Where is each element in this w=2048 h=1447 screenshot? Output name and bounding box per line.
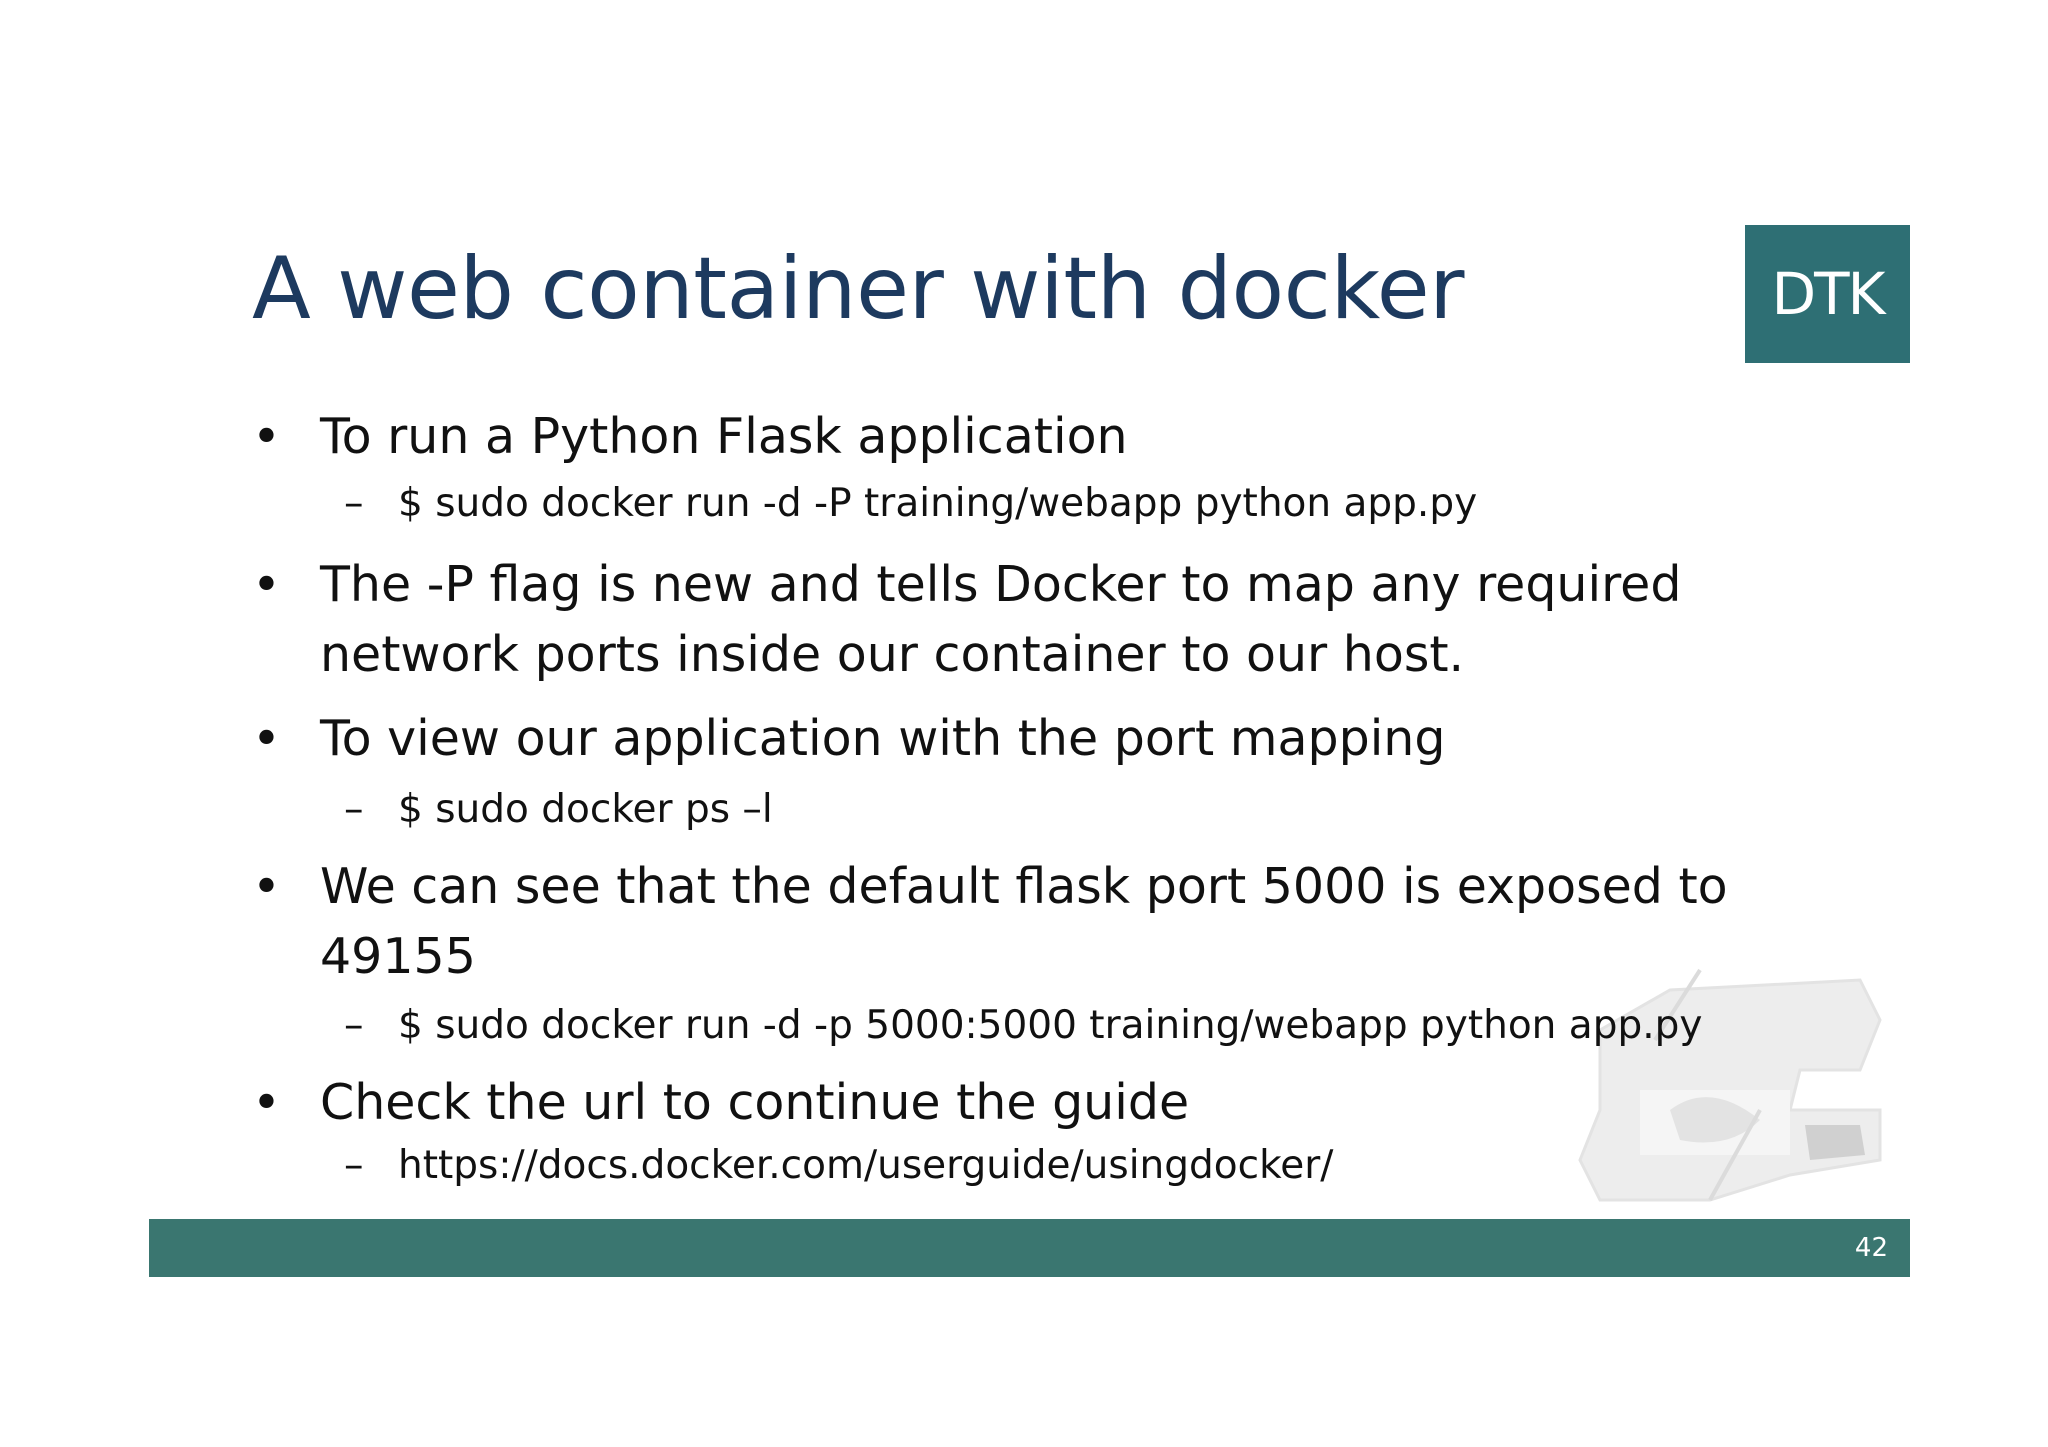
bullet-dot-icon: • xyxy=(252,1074,281,1131)
bullet-text: We can see that the default flask port 5… xyxy=(320,858,1728,985)
url-link[interactable]: https://docs.docker.com/userguide/usingd… xyxy=(398,1143,1334,1188)
handshake-watermark-icon xyxy=(1578,968,1882,1202)
dash-icon: – xyxy=(344,1003,364,1048)
bullet-dot-icon: • xyxy=(252,556,281,613)
sub-item: – https://docs.docker.com/userguide/usin… xyxy=(252,1138,1812,1194)
sub-text: $ sudo docker run -d -P training/webapp … xyxy=(398,481,1478,526)
bullet-text: To run a Python Flask application xyxy=(320,408,1128,465)
bullet-item: • Check the url to continue the guide xyxy=(252,1068,1812,1138)
dash-icon: – xyxy=(344,1143,364,1188)
bullet-text: To view our application with the port ma… xyxy=(320,710,1446,767)
bullet-dot-icon: • xyxy=(252,710,281,767)
bullet-item: • To run a Python Flask application xyxy=(252,402,1812,472)
sub-text: $ sudo docker run -d -p 5000:5000 traini… xyxy=(398,1003,1703,1048)
slide-title: A web container with docker xyxy=(252,239,1464,339)
bullet-item: • The -P flag is new and tells Docker to… xyxy=(252,550,1812,690)
bullet-text: The -P flag is new and tells Docker to m… xyxy=(320,556,1682,683)
bullet-list: • To run a Python Flask application – $ … xyxy=(252,402,1812,1194)
logo-text: DTK xyxy=(1771,260,1885,328)
bullet-item: • To view our application with the port … xyxy=(252,704,1812,774)
bullet-text: Check the url to continue the guide xyxy=(320,1074,1190,1131)
dash-icon: – xyxy=(344,481,364,526)
bullet-dot-icon: • xyxy=(252,858,281,915)
sub-text: $ sudo docker ps –l xyxy=(398,787,773,832)
sub-item: – $ sudo docker run -d -p 5000:5000 trai… xyxy=(252,998,1812,1054)
footer-bar: 42 xyxy=(149,1219,1910,1277)
sub-item: – $ sudo docker ps –l xyxy=(252,782,1812,838)
bullet-dot-icon: • xyxy=(252,408,281,465)
dtk-logo: DTK xyxy=(1745,225,1910,363)
dash-icon: – xyxy=(344,787,364,832)
bullet-item: • We can see that the default flask port… xyxy=(252,852,1812,992)
page-number: 42 xyxy=(1854,1233,1888,1263)
sub-item: – $ sudo docker run -d -P training/webap… xyxy=(252,476,1812,532)
